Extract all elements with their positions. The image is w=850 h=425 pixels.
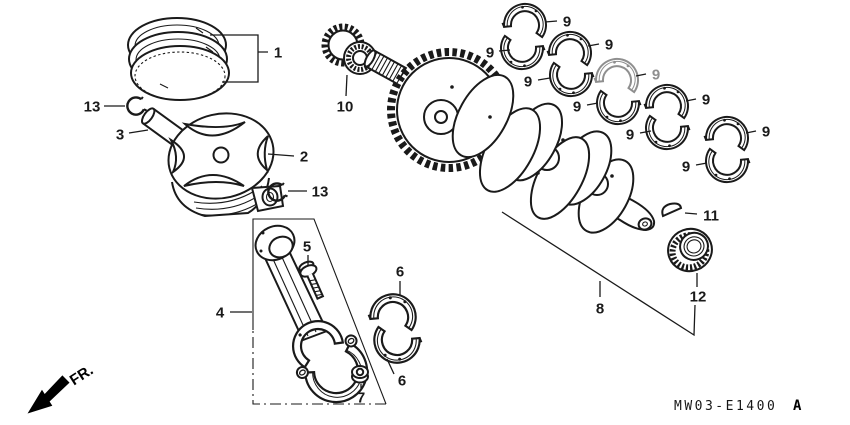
- callout-rod-nut: 7: [357, 384, 365, 406]
- bearing-drawing: [667, 227, 713, 273]
- callout-rod-bearing-lower: 6: [386, 358, 406, 389]
- front-direction-arrow: FR.: [27, 362, 97, 414]
- callout-connecting-rod: 4: [216, 304, 252, 321]
- callout-1-label: 1: [274, 44, 282, 61]
- callout-9-label: 9: [524, 73, 532, 90]
- crankshaft-drawing: [363, 48, 656, 234]
- callout-9-label: 9: [702, 91, 710, 108]
- callout-5-label: 5: [303, 238, 311, 255]
- rod-bearing-pair-drawing: [366, 287, 424, 370]
- callout-3-label: 3: [116, 126, 124, 143]
- callout-piston-rings: 1: [210, 34, 282, 83]
- diagram-code: MW03-E1400: [674, 399, 777, 414]
- callout-2-label: 2: [300, 148, 308, 165]
- callout-9-label: 9: [573, 98, 581, 115]
- callout-piston: 2: [267, 148, 308, 165]
- rod-nut-drawing: [351, 365, 369, 384]
- callout-13-left-label: 13: [84, 98, 101, 115]
- callout-bearing: 12: [690, 273, 707, 305]
- callout-piston-pin: 3: [116, 126, 149, 143]
- main-bearing-shells: 9 9 9 9 9 9 9 9: [486, 0, 770, 189]
- arrow-icon: [27, 375, 70, 414]
- diagram-code-suffix: A: [793, 398, 802, 414]
- callout-woodruff-key: 11: [684, 207, 719, 224]
- callout-6-lower-label: 6: [398, 372, 406, 389]
- callout-9-label: 9: [626, 126, 634, 143]
- woodruff-key-drawing: [661, 202, 683, 218]
- piston-drawing: [167, 112, 285, 218]
- callout-rod-bearing-upper: 6: [396, 263, 404, 296]
- callout-12-label: 12: [690, 288, 707, 305]
- callout-11-label: 11: [703, 207, 719, 224]
- callout-8-label: 8: [596, 300, 604, 317]
- connecting-rod-box: [252, 218, 387, 405]
- callout-9-label: 9: [682, 158, 690, 175]
- rod-bolt-drawing: [298, 260, 325, 300]
- main-bearing-pair-5: 9 9: [682, 110, 770, 189]
- callout-7-label: 7: [357, 389, 365, 406]
- fr-label: FR.: [67, 362, 97, 389]
- main-bearing-pair-3: 9 9: [573, 52, 660, 131]
- connecting-rod-drawing: [254, 224, 369, 404]
- callout-9-label: 9: [652, 66, 660, 83]
- callout-10-label: 10: [337, 98, 354, 115]
- callout-pin-clip-left: 13: [84, 98, 125, 115]
- main-bearing-pair-4: 9 9: [626, 78, 710, 156]
- main-bearing-pair-1: 9 9: [486, 0, 571, 76]
- main-bearing-pair-2: 9 9: [524, 25, 613, 103]
- callout-primary-gear: 10: [337, 74, 354, 115]
- callout-4-label: 4: [216, 304, 225, 321]
- callout-crankshaft: 8: [501, 211, 696, 337]
- callout-9-label: 9: [486, 44, 494, 61]
- callout-rod-bolt: 5: [303, 238, 311, 266]
- piston-rings-drawing: [127, 17, 230, 101]
- callout-9-label: 9: [605, 36, 613, 53]
- callout-9-label: 9: [563, 13, 571, 30]
- callout-13-right-label: 13: [312, 183, 329, 200]
- callout-pin-clip-right: 13: [288, 183, 328, 200]
- callout-9-label: 9: [762, 123, 770, 140]
- callout-6-upper-label: 6: [396, 263, 404, 280]
- pin-clip-left-drawing: [124, 94, 149, 118]
